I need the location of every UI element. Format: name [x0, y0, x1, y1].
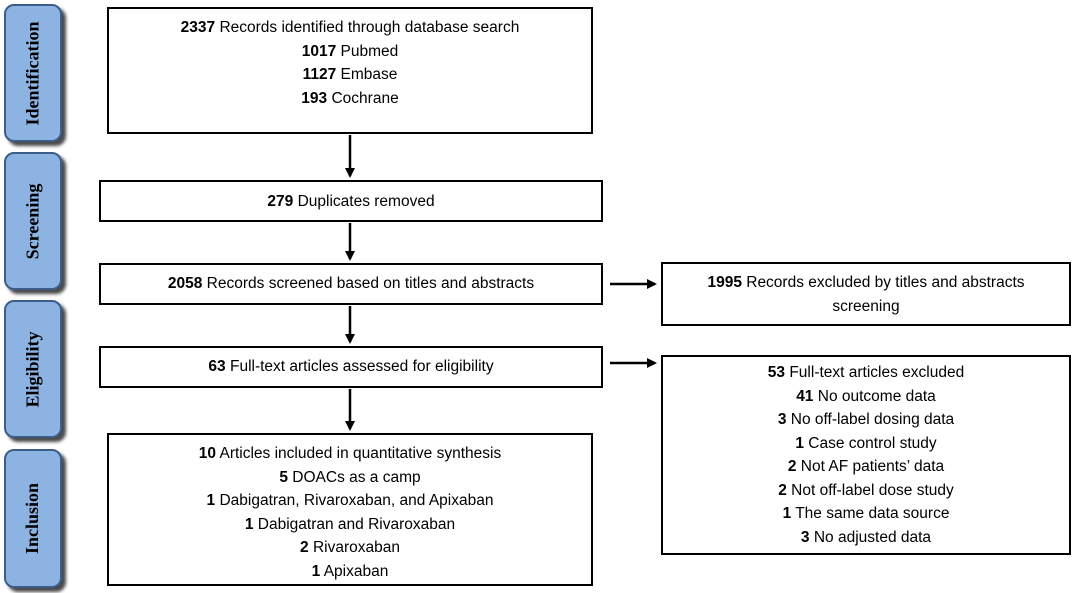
- source-embase-line: 1127 Embase: [302, 66, 398, 83]
- included-group-line: 5 DOACs as a camp: [279, 468, 421, 486]
- excluded-reason-line: 2 Not AF patients’ data: [787, 458, 945, 475]
- included-group-line: 1 Dabigatran and Rivaroxaban: [244, 515, 456, 533]
- excluded-total-line: 53 Full-text articles excluded: [767, 364, 965, 381]
- phase-identification: Identification: [4, 4, 62, 142]
- excluded-reason-line: 41 No outcome data: [796, 387, 936, 405]
- records-excluded-box: 1995 Records excluded by titles and abst…: [661, 262, 1071, 326]
- included-total-line: 10 Articles included in quantitative syn…: [198, 445, 502, 462]
- excluded-reason-line: 1 Case control study: [795, 434, 937, 452]
- records-screened-box: 2058 Records screened based on titles an…: [99, 263, 603, 305]
- phase-inclusion: Inclusion: [4, 449, 62, 588]
- excluded-reason-line: 1 The same data source: [782, 505, 950, 522]
- included-group-line: 1 Dabigatran, Rivaroxaban, and Apixaban: [206, 492, 494, 509]
- articles-included-box: 10 Articles included in quantitative syn…: [107, 433, 593, 586]
- fulltext-assessed-box: 63 Full-text articles assessed for eligi…: [99, 346, 603, 388]
- records-identified-box: 2337 Records identified through database…: [107, 7, 593, 134]
- identified-line: 2337 Records identified through database…: [180, 19, 520, 36]
- included-group-line: 2 Rivaroxaban: [300, 539, 400, 556]
- source-pubmed-line: 1017 Pubmed: [301, 42, 399, 60]
- phase-eligibility: Eligibility: [4, 300, 62, 438]
- phase-screening: Screening: [4, 152, 62, 290]
- duplicates-line: 279 Duplicates removed: [267, 193, 435, 210]
- screened-line: 2058 Records screened based on titles an…: [167, 275, 535, 292]
- fulltext-excluded-box: 53 Full-text articles excluded 41 No out…: [661, 355, 1071, 555]
- fulltext-line: 63 Full-text articles assessed for eligi…: [208, 358, 494, 375]
- source-cochrane-line: 193 Cochrane: [301, 89, 399, 107]
- duplicates-removed-box: 279 Duplicates removed: [99, 180, 603, 222]
- included-group-line: 1 Apixaban: [311, 562, 389, 580]
- excluded-reason-line: 3 No adjusted data: [800, 528, 932, 546]
- screening-excluded-line: 1995 Records excluded by titles and abst…: [707, 274, 1025, 315]
- excluded-reason-line: 2 Not off-label dose study: [778, 481, 954, 499]
- excluded-reason-line: 3 No off-label dosing data: [777, 411, 955, 428]
